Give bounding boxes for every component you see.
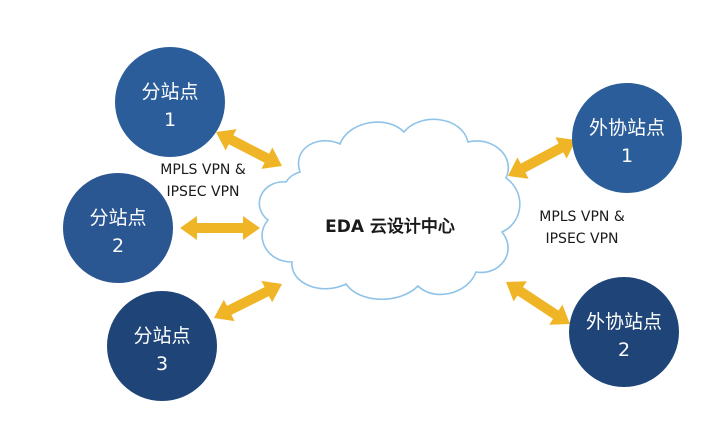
node-circle (569, 277, 679, 387)
node-label-line1: 分站点 (89, 207, 146, 229)
cloud-icon (258, 118, 521, 301)
arrow-branch-3 (214, 280, 282, 322)
node-label-line2: 2 (618, 339, 630, 361)
node-label-line1: 外协站点 (589, 117, 665, 139)
node-partner-2: 外协站点 2 (569, 277, 679, 387)
node-label-line1: 外协站点 (586, 311, 662, 333)
arrow-branch-2 (180, 216, 260, 240)
cloud-shape (258, 118, 521, 301)
arrow-partner-1 (508, 137, 576, 179)
node-circle (63, 173, 173, 283)
node-label-line1: 分站点 (133, 325, 190, 347)
arrow-partner-2 (506, 281, 570, 325)
center-title: EDA 云设计中心 (325, 216, 455, 237)
node-label-line2: 1 (164, 109, 176, 131)
arrow-branch-1 (216, 129, 282, 169)
node-partner-1: 外协站点 1 (572, 83, 682, 193)
link-label-right-line1: MPLS VPN & (539, 209, 625, 225)
node-circle (572, 83, 682, 193)
node-label-line1: 分站点 (141, 81, 198, 103)
node-circle (115, 47, 225, 157)
node-label-line2: 3 (156, 353, 168, 375)
node-branch-3: 分站点 3 (107, 291, 217, 401)
link-label-left-line1: MPLS VPN & (160, 162, 246, 178)
link-label-left-line2: IPSEC VPN (166, 184, 239, 200)
node-label-line2: 2 (112, 235, 124, 257)
node-branch-2: 分站点 2 (63, 173, 173, 283)
node-label-line2: 1 (621, 145, 633, 167)
link-label-right-line2: IPSEC VPN (545, 231, 618, 247)
node-circle (107, 291, 217, 401)
node-branch-1: 分站点 1 (115, 47, 225, 157)
